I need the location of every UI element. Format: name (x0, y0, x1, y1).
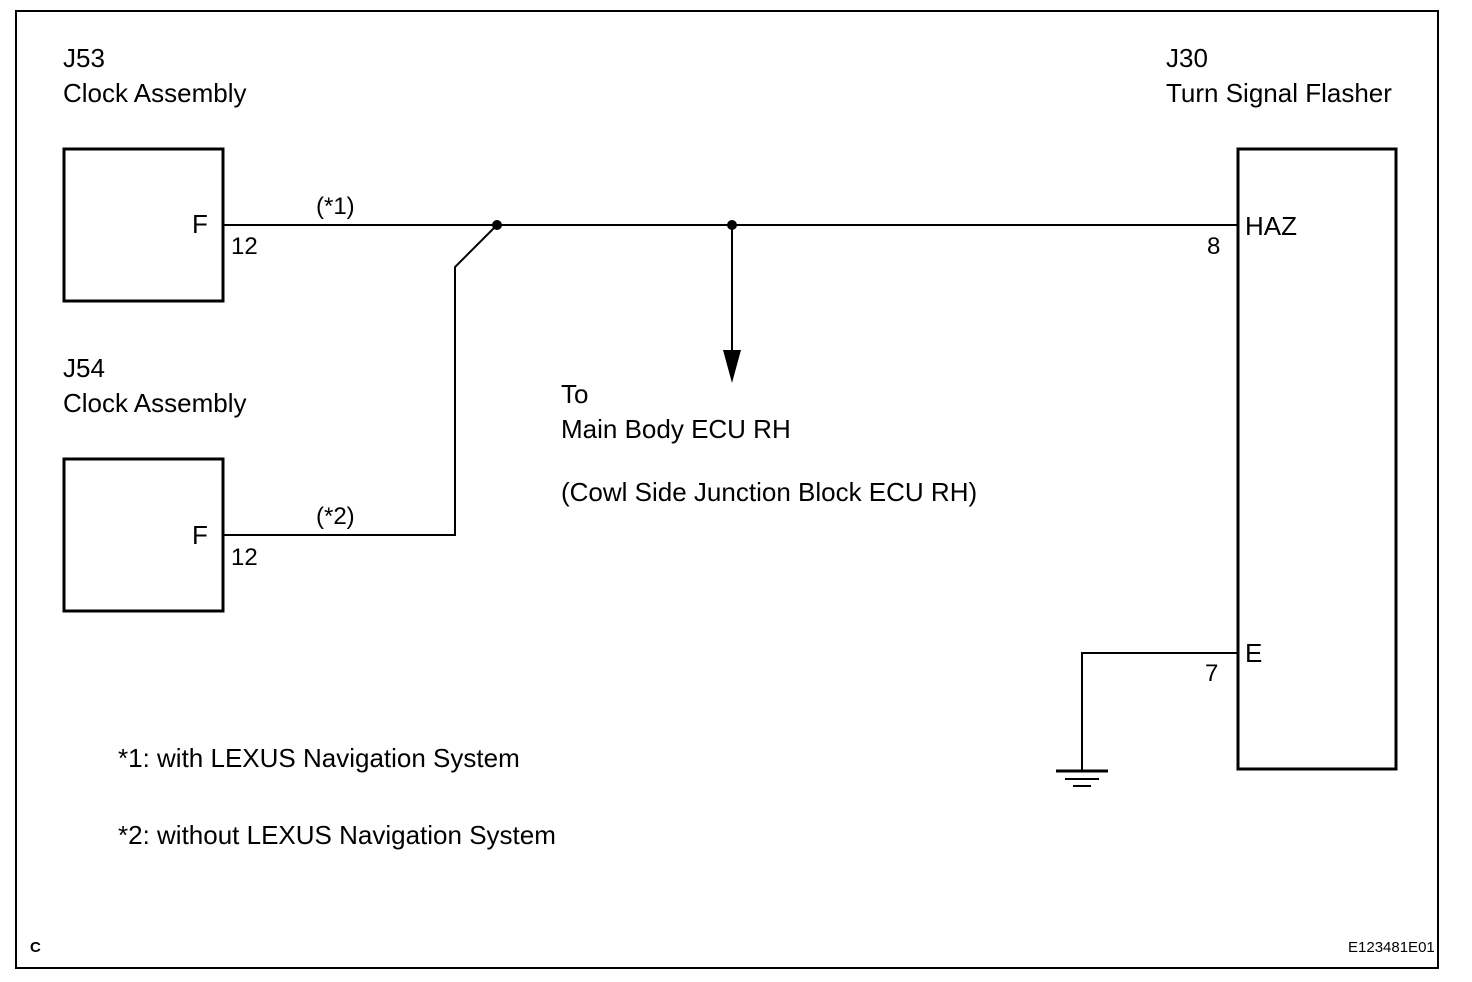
j30-pin-haz-number: 8 (1207, 233, 1220, 260)
note-2: *2: without LEXUS Navigation System (118, 820, 556, 850)
j30-box (1236, 147, 1398, 771)
j53-pin-number: 12 (231, 233, 258, 260)
wire-label-2: (*2) (316, 503, 355, 530)
j54-pin-number: 12 (231, 544, 258, 571)
destination-line3: (Cowl Side Junction Block ECU RH) (561, 477, 977, 507)
j30-name: Turn Signal Flasher (1166, 78, 1392, 108)
j54-code: J54 (63, 353, 105, 383)
wire-label-1: (*1) (316, 193, 355, 220)
arrow-down-icon (723, 350, 741, 383)
figure-id: E123481E01 (1348, 939, 1435, 956)
junction-dot-1 (492, 220, 502, 230)
j30-pin-e-label: E (1245, 638, 1262, 668)
j53-code: J53 (63, 43, 105, 73)
note-1: *1: with LEXUS Navigation System (118, 743, 520, 773)
j53-pin-label: F (192, 209, 208, 239)
diagram-frame (15, 10, 1439, 969)
j30-pin-e-number: 7 (1205, 660, 1218, 687)
corner-letter: C (30, 939, 41, 956)
wire-ground (1081, 652, 1238, 771)
j54-name: Clock Assembly (63, 388, 247, 418)
j54-pin-label: F (192, 520, 208, 550)
j30-code: J30 (1166, 43, 1208, 73)
destination-line2: Main Body ECU RH (561, 414, 791, 444)
wire-j54 (223, 224, 498, 536)
destination-line1: To (561, 379, 588, 409)
j30-pin-haz-label: HAZ (1245, 211, 1297, 241)
j53-name: Clock Assembly (63, 78, 247, 108)
ground-icon (1056, 769, 1108, 787)
